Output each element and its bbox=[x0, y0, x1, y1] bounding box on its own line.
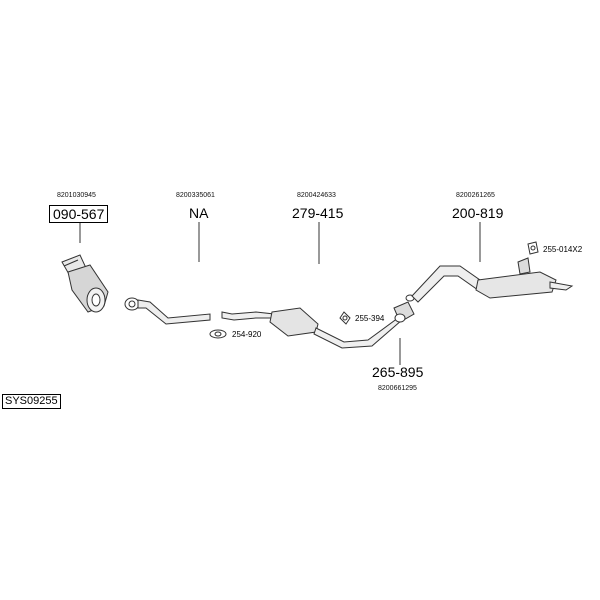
part-number-flex-joint[interactable]: 265-895 bbox=[372, 364, 424, 380]
part-number-catalytic-converter[interactable]: 090-567 bbox=[49, 205, 109, 223]
hanger-clamp-drawing bbox=[339, 311, 351, 325]
front-pipe-drawing bbox=[124, 297, 211, 325]
rear-silencer-drawing bbox=[411, 257, 574, 303]
oem-number-middle-silencer: 8200424633 bbox=[297, 192, 336, 199]
hardware-label-hanger-clamp[interactable]: 255-394 bbox=[355, 314, 385, 323]
catalytic-converter-drawing bbox=[61, 254, 109, 313]
hardware-label-rubber-mount[interactable]: 255-014X2 bbox=[543, 245, 583, 254]
oem-number-flex-joint: 8200661295 bbox=[378, 385, 417, 392]
oem-number-front-pipe: 8200335061 bbox=[176, 192, 215, 199]
rubber-mount-drawing bbox=[527, 241, 539, 255]
part-number-rear-silencer[interactable]: 200-819 bbox=[452, 205, 504, 221]
part-number-front-pipe[interactable]: NA bbox=[189, 205, 209, 221]
system-code-label: SYS09255 bbox=[2, 394, 61, 409]
gasket-drawing bbox=[209, 329, 227, 339]
oem-number-rear-silencer: 8200261265 bbox=[456, 192, 495, 199]
oem-number-catalytic-converter: 8201030945 bbox=[57, 192, 96, 199]
part-number-middle-silencer[interactable]: 279-415 bbox=[292, 205, 344, 221]
flex-joint-drawing bbox=[393, 294, 415, 323]
hardware-label-gasket[interactable]: 254-920 bbox=[232, 330, 262, 339]
